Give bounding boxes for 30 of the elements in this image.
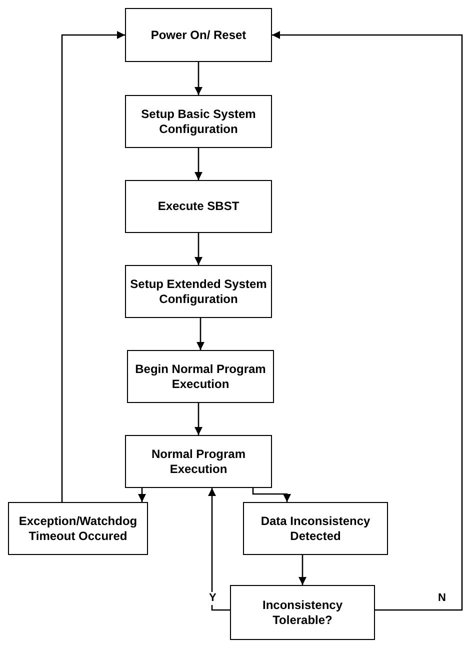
step-text: Setup Basic System Configuration bbox=[140, 106, 257, 136]
process-box bbox=[125, 95, 272, 148]
step-text: Setup Extended System Configuration bbox=[129, 276, 268, 306]
process-box bbox=[125, 435, 272, 488]
arrow bbox=[194, 148, 202, 180]
arrow bbox=[298, 555, 306, 585]
step-text: Exception/Watchdog Timeout Occured bbox=[18, 514, 138, 544]
arrow bbox=[252, 488, 291, 502]
step-text: Begin Normal Program Execution bbox=[134, 362, 267, 392]
arrow bbox=[61, 31, 125, 502]
step-text: Power On/ Reset bbox=[150, 28, 248, 42]
process-box bbox=[125, 8, 272, 62]
process-box bbox=[8, 502, 148, 555]
edge-label: Y bbox=[208, 592, 218, 605]
arrow bbox=[138, 488, 146, 502]
process-box bbox=[243, 502, 388, 555]
step-text: Execute SBST bbox=[156, 199, 240, 214]
arrow bbox=[194, 62, 202, 95]
process-box bbox=[230, 585, 375, 640]
arrow bbox=[194, 403, 202, 435]
arrow bbox=[272, 31, 463, 611]
process-box bbox=[125, 265, 272, 318]
step-text: Data Inconsistency Detected bbox=[260, 514, 372, 544]
arrow bbox=[194, 233, 202, 265]
process-box bbox=[127, 350, 274, 403]
step-text: Inconsistency Tolerable? bbox=[261, 598, 344, 628]
arrow bbox=[196, 318, 204, 350]
process-box bbox=[125, 180, 272, 233]
step-text: Normal Program Execution bbox=[150, 446, 247, 476]
arrow bbox=[208, 488, 230, 611]
